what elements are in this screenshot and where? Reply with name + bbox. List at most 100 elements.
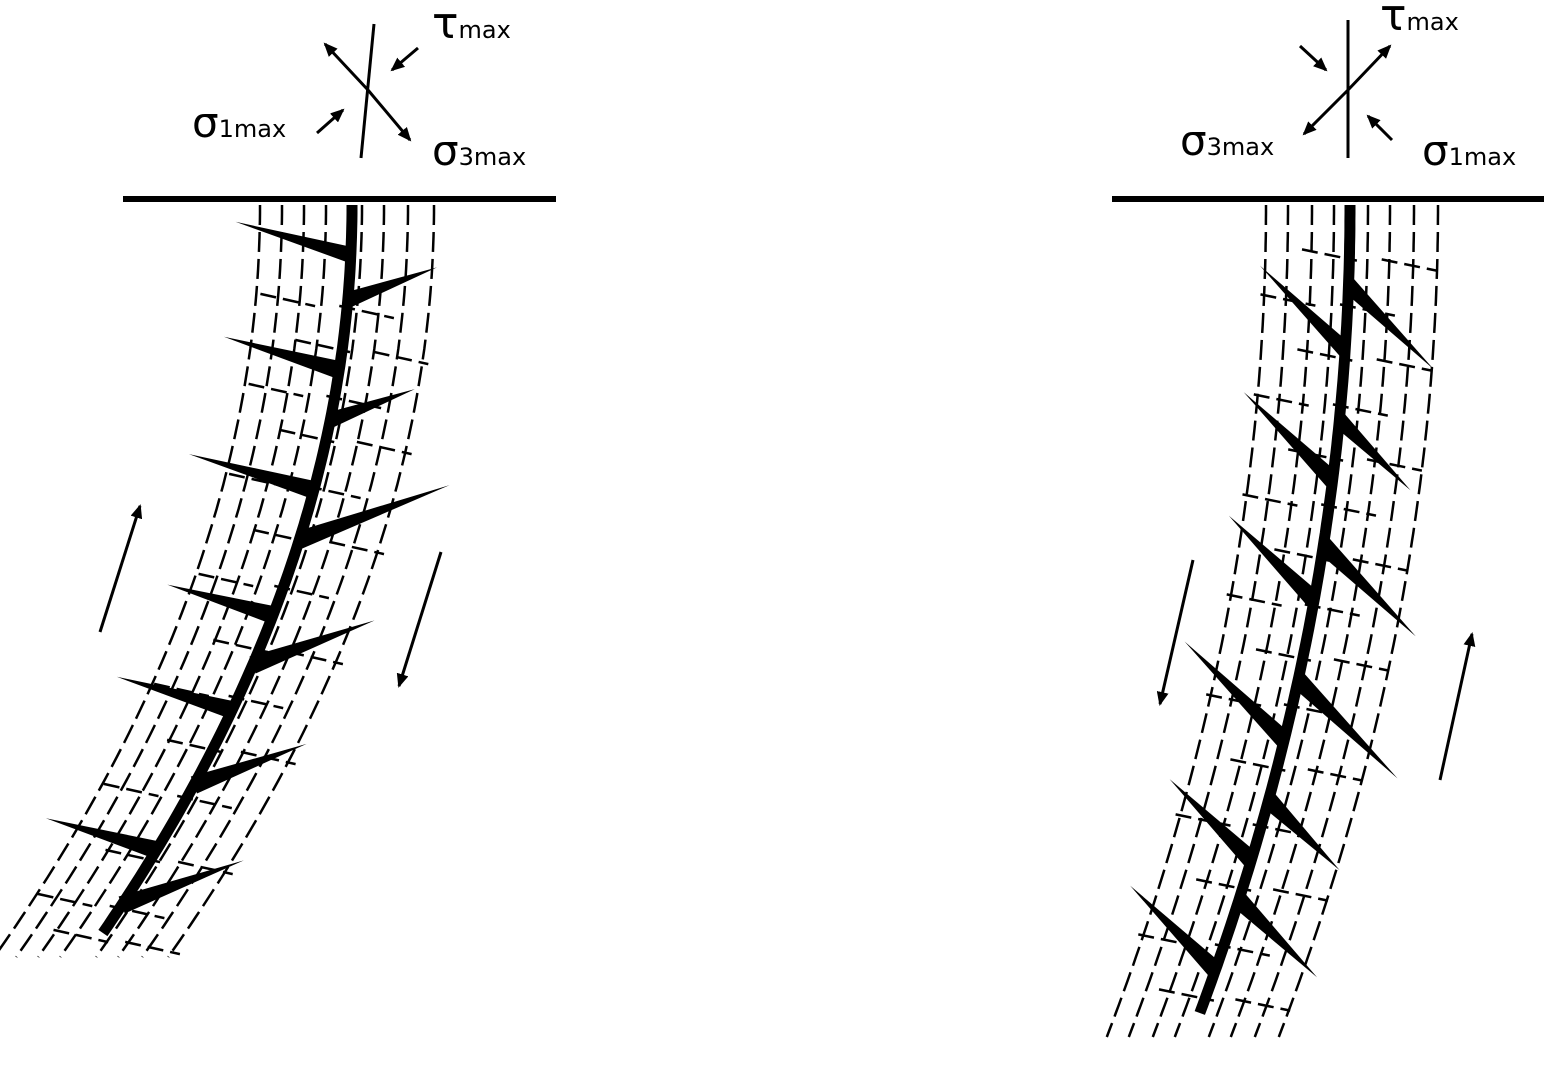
- right-shear-sense-arrow-down: [1156, 559, 1195, 706]
- r-cross-dash: [1333, 658, 1390, 672]
- left-riedel-fractures: [45, 221, 450, 914]
- l-cross-dash: [274, 584, 330, 600]
- l-cross-dash: [260, 292, 316, 308]
- l-cross-dash: [105, 848, 161, 864]
- r-cross-dash: [1235, 998, 1291, 1012]
- l-cross-dash: [356, 440, 412, 456]
- r-riedel-wedge: [1169, 779, 1258, 867]
- l-cross-dash: [305, 484, 361, 500]
- left-dashed-shear-planes: [0, 205, 436, 958]
- right-tau-max-label: τmax: [1380, 0, 1459, 41]
- left-sigma1-max-label: σ1max: [192, 98, 287, 147]
- left-sigma1-arrow-lower: [316, 108, 345, 135]
- l-riedel-wedge: [167, 584, 276, 624]
- r-cross-dash: [1376, 358, 1432, 372]
- l-cross-dash: [177, 860, 233, 876]
- l-cross-dash: [279, 428, 335, 444]
- left-cross-dashes: [37, 292, 429, 956]
- r-cross-dash: [1274, 548, 1330, 562]
- left-sigma1-arrow-upper: [390, 46, 419, 72]
- r-dashed-plane: [1151, 205, 1314, 1038]
- r-riedel-wedge: [1291, 673, 1398, 779]
- r-cross-dash: [1255, 648, 1312, 662]
- r-cross-dash: [1158, 988, 1215, 1002]
- l-riedel-wedge: [296, 485, 450, 549]
- left-tau-max-label: τmax: [432, 0, 511, 49]
- r-cross-dash: [1272, 888, 1329, 902]
- r-cross-dash: [1297, 348, 1353, 362]
- r-cross-dash: [1214, 943, 1271, 957]
- right-sigma3-max-label: σ3max: [1180, 116, 1275, 165]
- l-riedel-wedge: [118, 860, 244, 914]
- l-dashed-plane: [37, 205, 306, 958]
- l-riedel-wedge: [235, 221, 353, 263]
- r-riedel-wedge: [1259, 265, 1351, 356]
- r-dashed-plane: [1229, 205, 1392, 1038]
- r-dashed-plane: [1207, 205, 1370, 1038]
- r-cross-dash: [1242, 493, 1298, 507]
- left-sigma3-max-label: σ3max: [432, 126, 527, 175]
- l-cross-dash: [103, 782, 159, 798]
- r-riedel-wedge: [1130, 885, 1222, 977]
- l-dashed-plane: [59, 205, 328, 958]
- r-riedel-wedge: [1317, 538, 1416, 637]
- r-dashed-plane: [1127, 205, 1290, 1038]
- l-cross-dash: [295, 338, 351, 354]
- r-dashed-plane: [1277, 205, 1440, 1038]
- r-riedel-wedge: [1228, 515, 1321, 607]
- r-cross-dash: [1332, 403, 1389, 417]
- r-riedel-wedge: [1243, 392, 1339, 487]
- l-cross-dash: [109, 904, 165, 920]
- l-dashed-plane: [141, 205, 410, 958]
- l-cross-dash: [153, 682, 210, 698]
- l-riedel-wedge: [45, 818, 159, 859]
- l-cross-dash: [339, 304, 395, 320]
- r-cross-dash: [1226, 593, 1282, 607]
- left-sigma3-arrows: [323, 42, 370, 92]
- l-riedel-wedge: [223, 336, 342, 379]
- left-shear-sense-arrow-up: [98, 504, 143, 633]
- l-cross-dash: [252, 528, 309, 544]
- r-riedel-wedge: [1342, 279, 1434, 370]
- r-cross-dash: [1381, 258, 1437, 272]
- l-cross-dash: [37, 892, 93, 908]
- l-cross-dash: [198, 572, 254, 588]
- l-cross-dash: [176, 794, 233, 810]
- l-riedel-wedge: [327, 389, 415, 428]
- right-panel: [1105, 20, 1544, 1038]
- right-cross-dashes: [1138, 248, 1437, 1012]
- r-cross-dash: [1253, 393, 1309, 407]
- right-stress-symbol: [1298, 20, 1394, 158]
- right-sigma1-arrow-lower: [1366, 114, 1394, 142]
- r-cross-dash: [1352, 558, 1408, 572]
- right-sigma1-arrow-upper: [1298, 44, 1328, 72]
- left-sigma3-arrow-lower: [366, 89, 412, 142]
- l-cross-dash: [124, 940, 181, 956]
- right-sigma3-arrow-lower: [1302, 88, 1350, 136]
- l-riedel-wedge: [190, 743, 307, 794]
- r-riedel-wedge: [1232, 893, 1318, 978]
- right-sigma1-max-label: σ1max: [1422, 126, 1517, 175]
- l-cross-dash: [228, 694, 284, 710]
- right-shear-sense-arrow-up: [1438, 632, 1476, 781]
- l-dashed-plane: [167, 205, 436, 958]
- r-riedel-wedge: [1262, 793, 1340, 871]
- left-stress-symbol: [316, 23, 419, 159]
- r-cross-dash: [1301, 248, 1358, 262]
- left-panel: [0, 23, 556, 958]
- l-riedel-wedge: [188, 454, 317, 499]
- left-shear-sense-arrow-down: [396, 551, 443, 688]
- right-riedel-fractures: [1130, 265, 1434, 978]
- l-cross-dash: [248, 382, 304, 398]
- r-cross-dash: [1320, 503, 1377, 517]
- r-riedel-wedge: [1333, 414, 1411, 491]
- right-sigma3-arrow-upper: [1346, 44, 1392, 92]
- r-cross-dash: [1304, 603, 1360, 617]
- r-cross-dash: [1307, 768, 1363, 782]
- r-dashed-plane: [1105, 205, 1268, 1038]
- left-main-fault: [98, 205, 358, 937]
- l-dashed-plane: [117, 205, 386, 958]
- r-cross-dash: [1260, 293, 1316, 307]
- l-cross-dash: [166, 738, 223, 754]
